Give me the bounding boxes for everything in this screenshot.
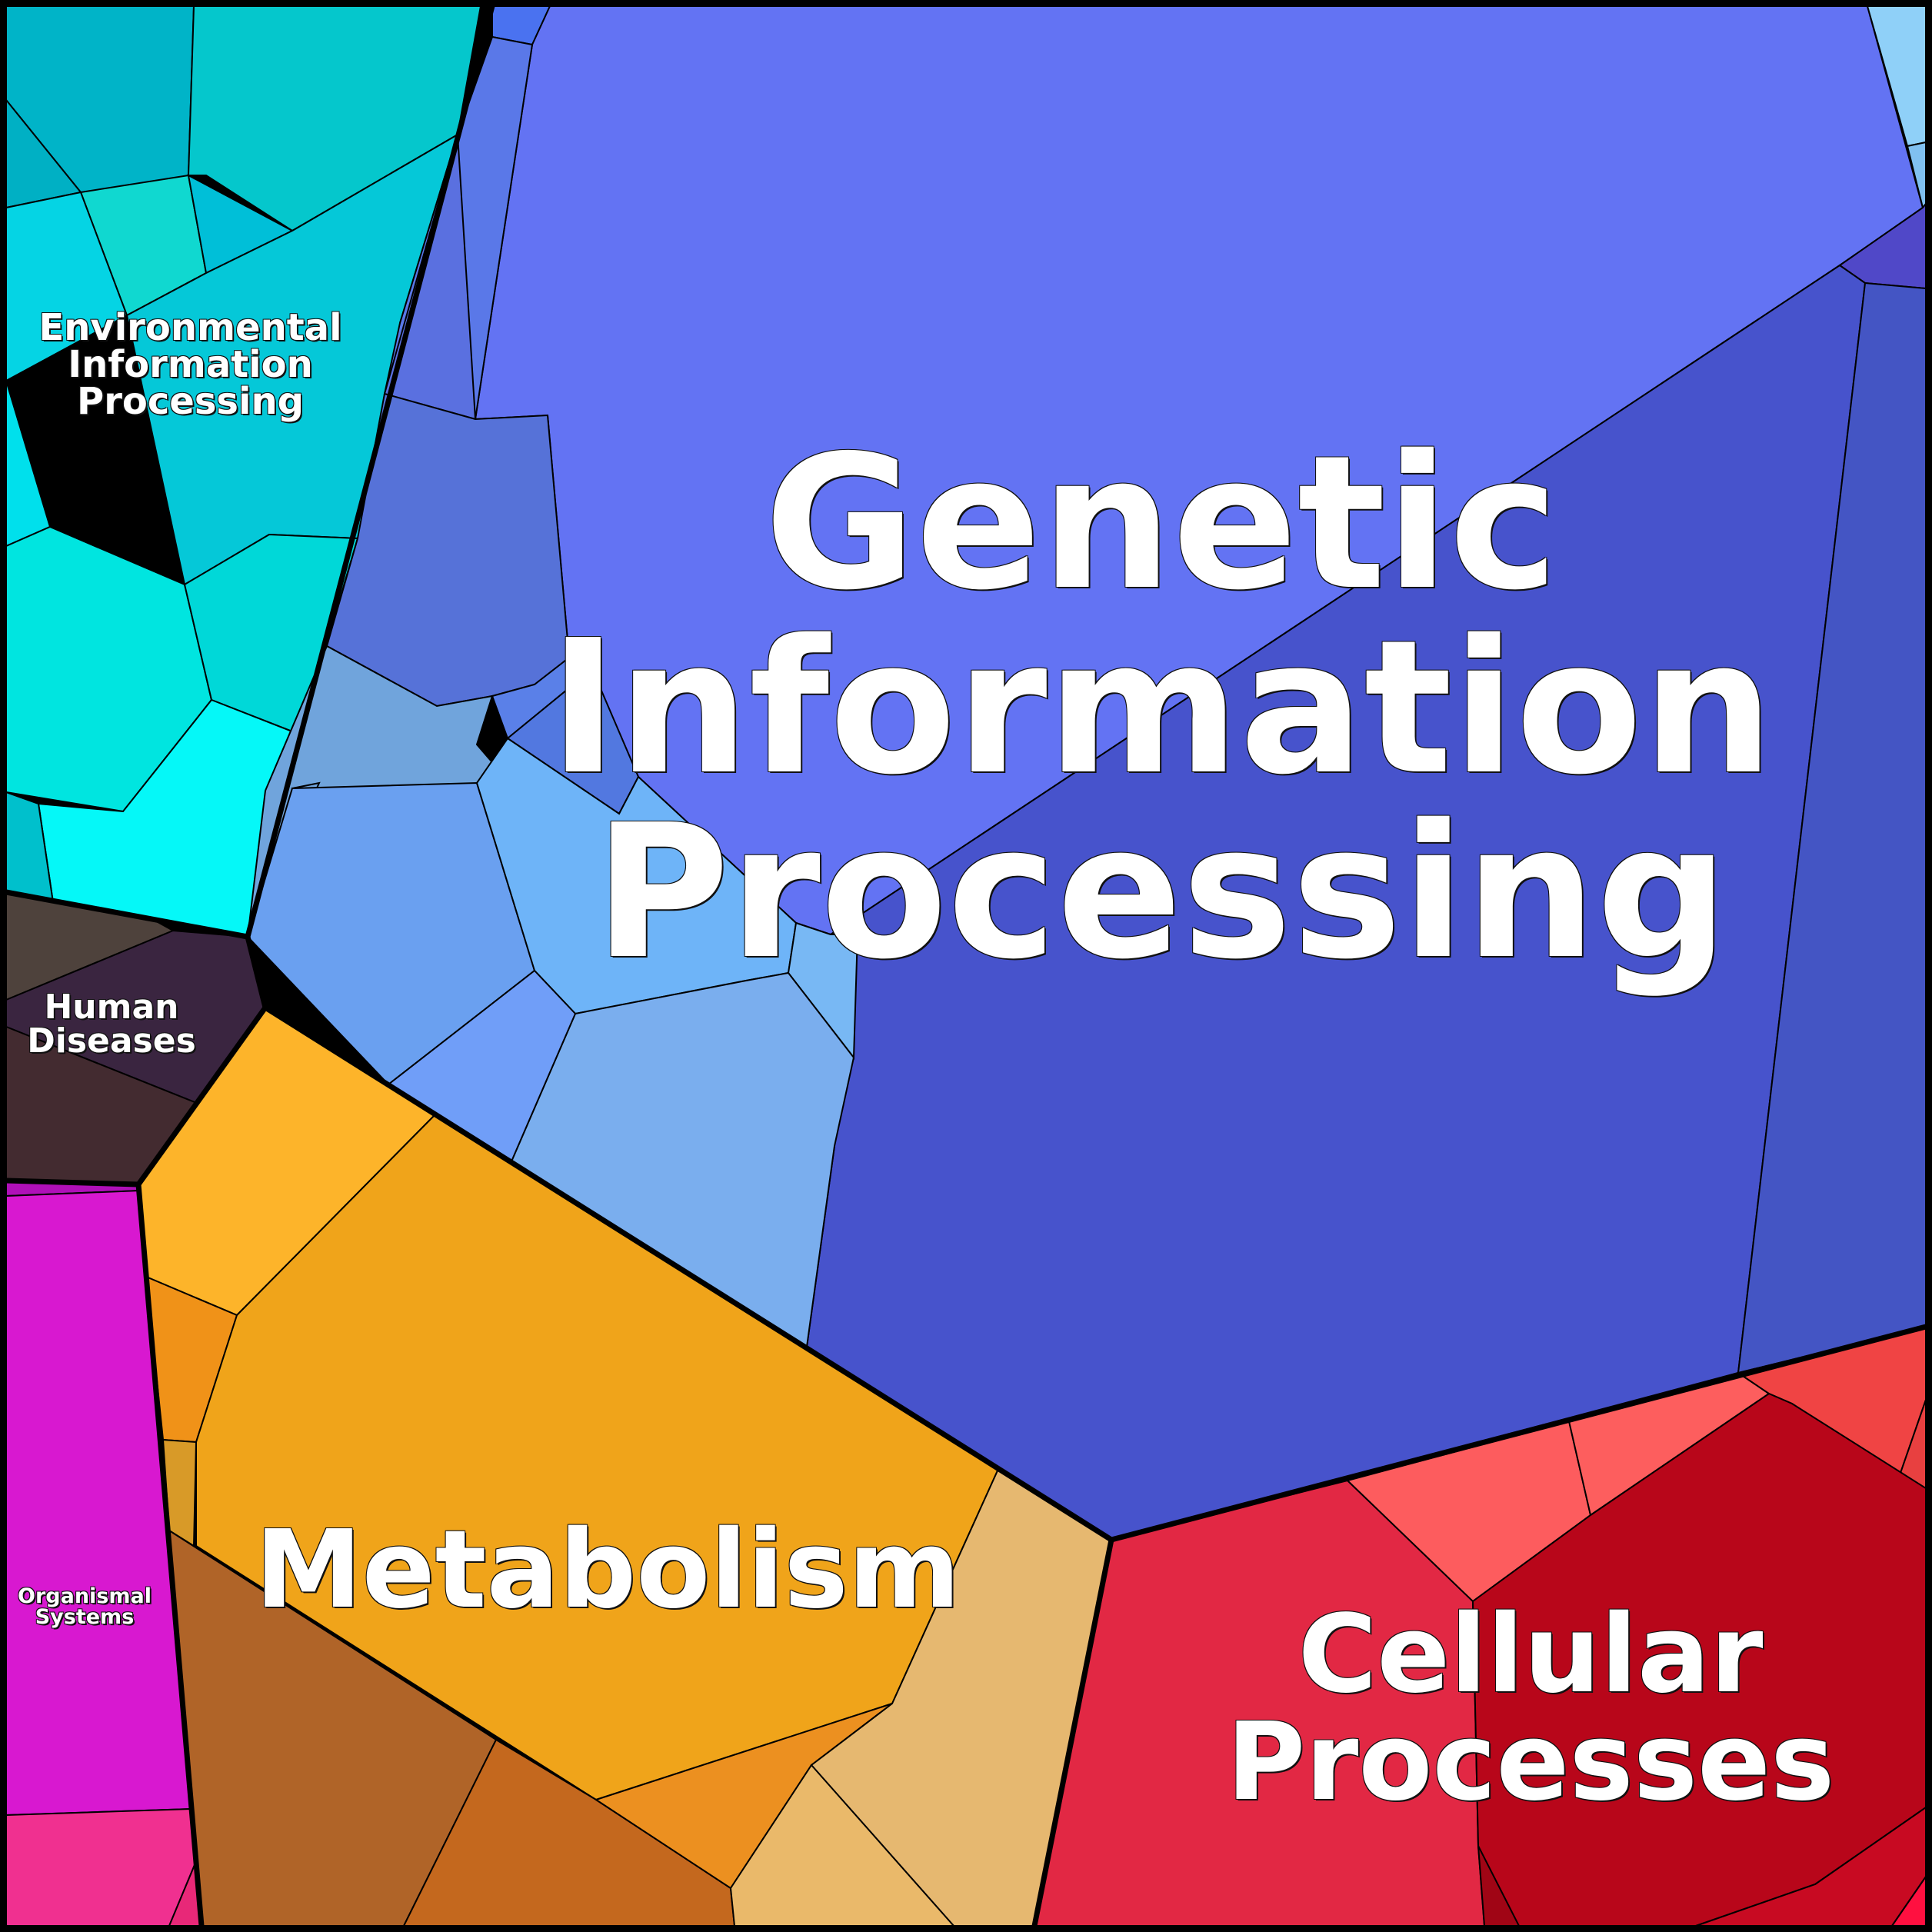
label-genetic: Genetic Information Processing (538, 431, 1784, 984)
cell-org-3[interactable] (5, 1807, 198, 1927)
border-env-human (5, 889, 268, 1008)
label-organismal: Organismal Systems (8, 1586, 162, 1627)
border-met-cel (1031, 1539, 1114, 1927)
border-env-genetic (245, 5, 495, 938)
border-org-met (135, 1184, 205, 1927)
label-human: Human Diseases (8, 991, 215, 1058)
label-environmental: Environmental Information Processing (15, 309, 365, 420)
cell-gen-14[interactable] (787, 921, 859, 1060)
label-cel-line1: Cellular (1297, 1592, 1764, 1717)
region-metabolism[interactable] (138, 1006, 1113, 1927)
label-genetic-line3: Processing (594, 784, 1729, 1000)
label-cel-line2: Processes (1226, 1700, 1835, 1825)
label-metabolism: Metabolism (231, 1517, 984, 1624)
label-human-line2: Diseases (27, 1021, 196, 1061)
region-cellular[interactable] (1033, 1325, 1927, 1927)
label-human-line1: Human (44, 988, 179, 1027)
region-genetic[interactable] (246, 5, 1927, 1541)
label-env-line3: Processing (77, 380, 304, 423)
cell-gen-5[interactable] (491, 656, 594, 740)
label-org-line1: Organismal (18, 1584, 152, 1608)
label-cellular: Cellular Processes (1200, 1601, 1861, 1817)
label-org-line2: Systems (35, 1605, 135, 1629)
label-genetic-line2: Information (548, 600, 1774, 815)
label-env-line1: Environmental (38, 306, 342, 349)
region-organismal[interactable] (5, 1179, 203, 1927)
label-genetic-line1: Genetic (764, 415, 1559, 631)
label-env-line2: Information (68, 343, 313, 386)
label-met-line1: Metabolism (255, 1507, 961, 1633)
